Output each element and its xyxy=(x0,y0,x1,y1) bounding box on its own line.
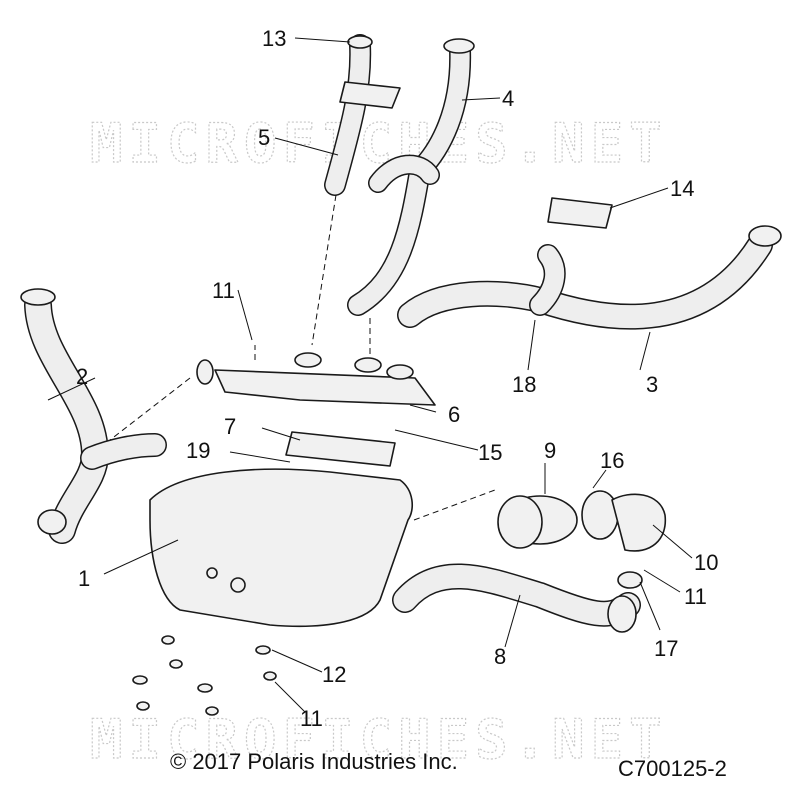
callout-19: 18 xyxy=(512,372,536,397)
callout-14: 13 xyxy=(262,26,286,51)
airbox xyxy=(149,468,414,628)
callout-1: 1 xyxy=(78,566,90,591)
watermark-bottom: MICROFICHES.NET xyxy=(90,708,668,771)
copyright-text: © 2017 Polaris Industries Inc. xyxy=(170,749,458,774)
duct-lower xyxy=(392,563,641,633)
grommets xyxy=(132,635,277,716)
callout-6: 6 xyxy=(448,402,460,427)
air-filter xyxy=(497,495,578,549)
callout-8: 8 xyxy=(494,644,506,669)
plenum-manifold xyxy=(196,352,436,406)
callout-9: 9 xyxy=(544,438,556,463)
duct-upper xyxy=(347,38,475,316)
inlet-grate xyxy=(547,197,613,229)
duct-left xyxy=(20,288,167,544)
bracket-plate xyxy=(285,431,396,467)
callout-18: 17 xyxy=(654,636,678,661)
snorkel-upper xyxy=(324,34,401,196)
callout-4: 4 xyxy=(502,86,514,111)
clamp-ring xyxy=(581,490,619,540)
seal-ring xyxy=(617,571,643,589)
callout-2: 2 xyxy=(76,364,88,389)
drawing-code: C700125-2 xyxy=(618,756,727,781)
duct-right xyxy=(397,225,782,330)
callout-15: 14 xyxy=(670,176,694,201)
callout-7: 7 xyxy=(224,414,236,439)
callout-12: 11 xyxy=(300,706,323,731)
callout-11-top: 11 xyxy=(212,278,235,303)
callout-16: 15 xyxy=(478,440,502,465)
watermark-top: MICROFICHES.NET xyxy=(90,112,668,175)
elbow-outlet xyxy=(611,493,667,552)
assembly-guides xyxy=(109,194,496,521)
callout-11-right: 11 xyxy=(684,584,707,609)
callout-13: 12 xyxy=(322,662,346,687)
callout-3: 3 xyxy=(646,372,658,397)
leader-lines xyxy=(47,37,693,713)
callout-20: 19 xyxy=(186,438,210,463)
callout-5: 5 xyxy=(258,125,270,150)
callout-17: 16 xyxy=(600,448,624,473)
callout-10: 10 xyxy=(694,550,718,575)
